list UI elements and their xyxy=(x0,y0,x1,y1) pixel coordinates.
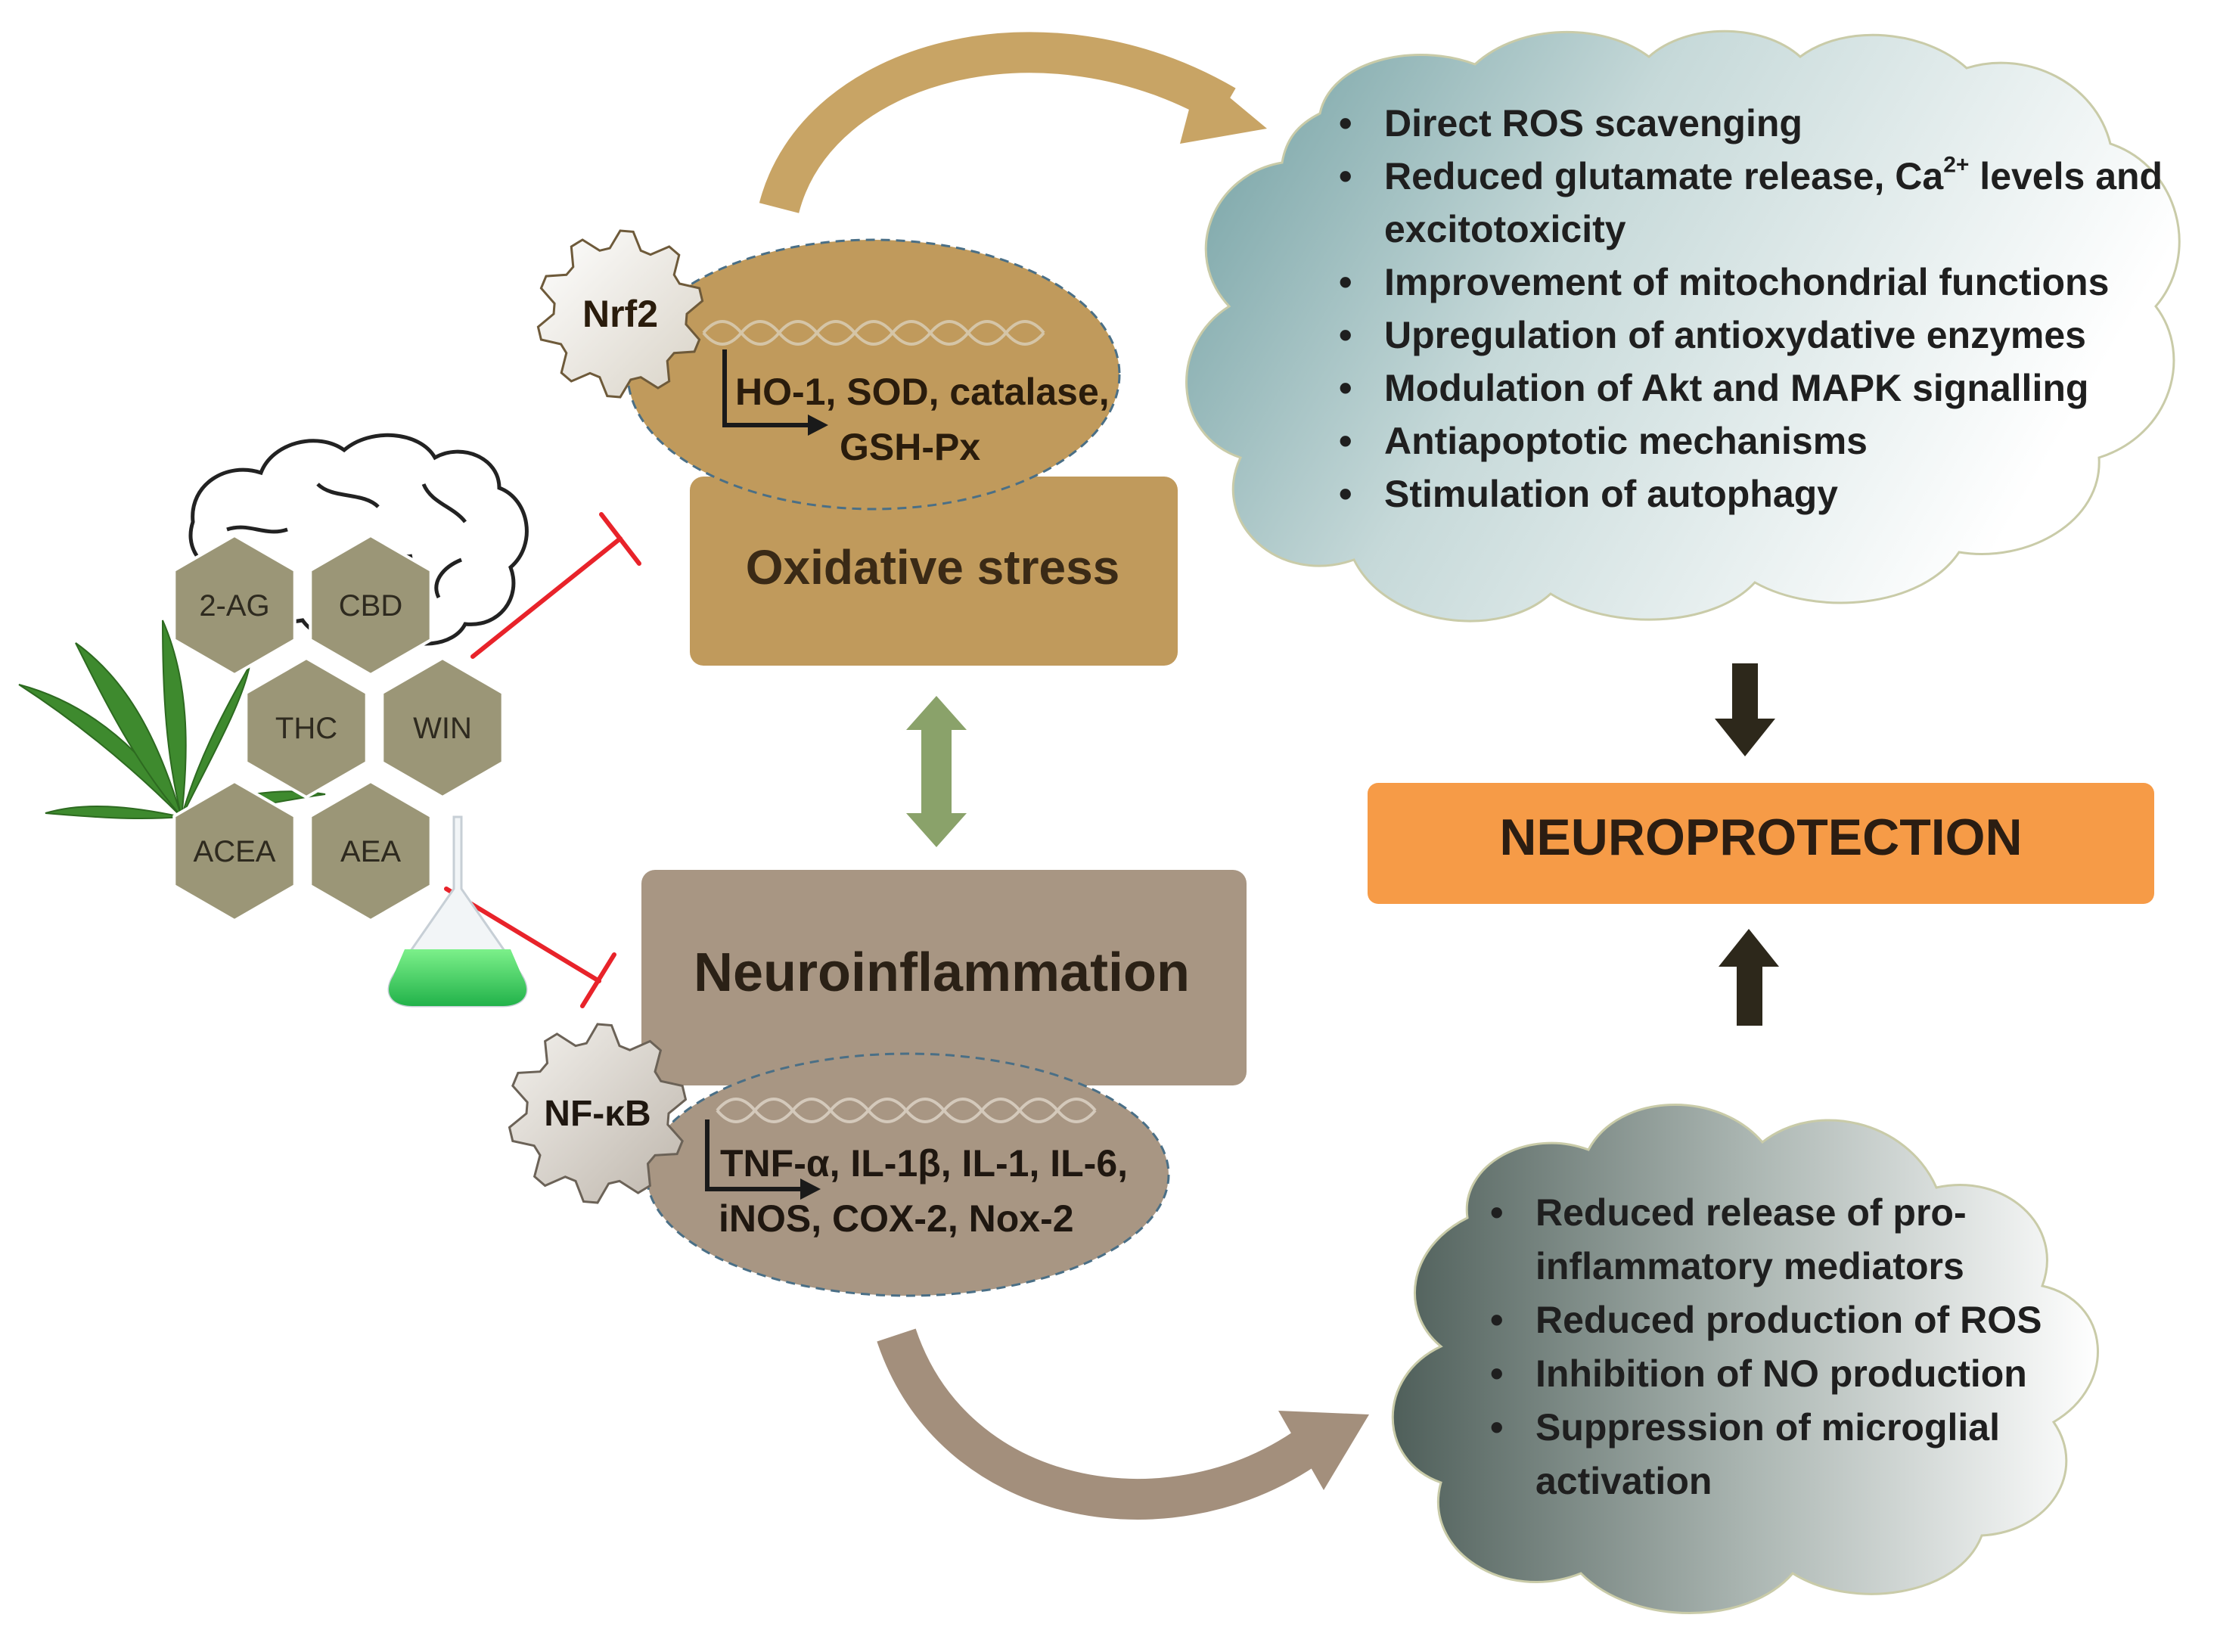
cannabis-leaf-icon xyxy=(18,620,326,860)
nrf2-label: Nrf2 xyxy=(582,293,658,335)
oxidative-stress-label: Oxidative stress xyxy=(746,540,1120,595)
cannabinoid-label: CBD xyxy=(339,589,402,623)
hexagon-2-ag xyxy=(172,533,297,677)
neuroprotection-label: NEUROPROTECTION xyxy=(1499,809,2022,866)
gear-shape xyxy=(508,1023,688,1204)
gear-shape xyxy=(536,229,704,399)
flask-icon xyxy=(387,815,528,1008)
nfkb-genes-line2: iNOS, COX-2, Nox-2 xyxy=(719,1197,1074,1240)
bidirectional-arrow-icon xyxy=(906,696,967,847)
antiinflammatory-effects-list: Reduced release of pro-inflammatory medi… xyxy=(1490,1186,2110,1508)
up-arrow-icon xyxy=(1719,929,1779,1026)
nrf2-genes-line2: GSH-Px xyxy=(840,426,980,468)
cannabinoid-label: AEA xyxy=(340,835,401,868)
cannabinoid-label: ACEA xyxy=(194,835,276,868)
hexagon-win xyxy=(380,656,505,800)
antioxidant-effect-item: Direct ROS scavenging xyxy=(1339,97,2178,150)
neuroinflammation-label: Neuroinflammation xyxy=(694,942,1190,1003)
nrf2-gene-ellipse: HO-1, SOD, catalase, GSH-Px xyxy=(626,238,1121,511)
antioxidant-effect-item: Stimulation of autophagy xyxy=(1339,467,2178,520)
antiinflammatory-effect-item: Suppression of microglial activation xyxy=(1490,1401,2110,1508)
antioxidant-effect-item: Antiapoptotic mechanisms xyxy=(1339,415,2178,467)
hexagon-cbd xyxy=(309,533,433,677)
cannabinoid-hexagons: 2-AG CBD THC WIN ACEA AEA xyxy=(172,533,505,923)
dna-helix-icon xyxy=(716,1098,1097,1123)
nfkb-gene-ellipse: TNF-α, IL-1β, IL-1, IL-6, iNOS, COX-2, N… xyxy=(645,1052,1170,1297)
antioxidant-effects-list: Direct ROS scavengingReduced glutamate r… xyxy=(1339,97,2178,520)
nfkb-gear-icon: NF-κB xyxy=(508,1023,688,1204)
neuroinflammation-box: Neuroinflammation xyxy=(641,870,1247,1085)
antioxidant-effect-item: Reduced glutamate release, Ca2+ levels a… xyxy=(1339,150,2178,256)
nfkb-label: NF-κB xyxy=(544,1094,651,1134)
hexagon-aea xyxy=(309,779,433,923)
nrf2-gear-icon: Nrf2 xyxy=(536,229,704,399)
cannabinoid-label: 2-AG xyxy=(199,589,269,623)
transcription-arrow-icon xyxy=(705,1119,821,1200)
antiinflammatory-effect-item: Reduced production of ROS xyxy=(1490,1293,2110,1347)
oxidative-stress-box: Oxidative stress xyxy=(690,477,1178,666)
cannabinoid-label: THC xyxy=(275,712,337,745)
nfkb-genes-line1: TNF-α, IL-1β, IL-1, IL-6, xyxy=(720,1142,1128,1185)
oxidative-to-effects-arrow xyxy=(759,32,1267,214)
nrf2-genes-line1: HO-1, SOD, catalase, xyxy=(735,371,1110,413)
antiinflammatory-effect-item: Reduced release of pro-inflammatory medi… xyxy=(1490,1186,2110,1293)
neuroprotection-box: NEUROPROTECTION xyxy=(1368,783,2154,904)
dna-helix-icon xyxy=(702,320,1045,346)
antiinflammatory-effect-item: Inhibition of NO production xyxy=(1490,1347,2110,1401)
inflammation-to-effects-arrow xyxy=(877,1328,1369,1520)
inhibition-oxidative-icon xyxy=(470,512,641,659)
cannabinoid-label: WIN xyxy=(413,712,472,745)
antioxidant-effect-item: Modulation of Akt and MAPK signalling xyxy=(1339,362,2178,415)
antioxidant-effect-item: Upregulation of antioxydative enzymes xyxy=(1339,309,2178,362)
hexagon-thc xyxy=(244,656,368,800)
transcription-arrow-icon xyxy=(722,349,828,436)
hexagon-acea xyxy=(172,779,297,923)
down-arrow-icon xyxy=(1715,663,1775,756)
antioxidant-effect-item: Improvement of mitochondrial functions xyxy=(1339,256,2178,309)
